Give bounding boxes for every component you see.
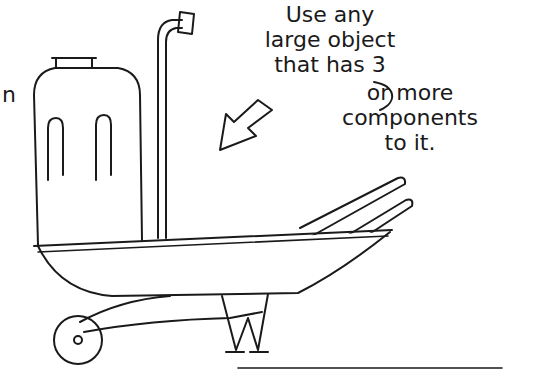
handle (300, 178, 405, 236)
tank-body (34, 68, 142, 245)
note-text-wrap: Use any large object that has 3 (240, 2, 420, 77)
tank-strap (48, 118, 63, 180)
pointer-arrow (220, 100, 272, 150)
tank-strap (96, 115, 111, 180)
note-text: or more components to it. (330, 80, 490, 155)
note-text: n (2, 82, 32, 107)
note-text-wrap: or more components to it. (330, 80, 490, 155)
spray-wand (166, 28, 182, 238)
ground-line (238, 367, 502, 369)
tub-rim (38, 236, 388, 252)
tank-cap-rim (52, 57, 96, 59)
legs (222, 294, 268, 350)
spray-wand (158, 20, 182, 238)
note-text-wrap: n (2, 82, 32, 107)
spray-nozzle (178, 12, 194, 34)
frame (84, 312, 262, 332)
note-text: Use any large object that has 3 (240, 2, 420, 77)
wheel-hub (74, 336, 82, 344)
tub (38, 232, 390, 296)
wheel (54, 316, 102, 364)
tank-cap (56, 58, 92, 68)
frame (80, 296, 170, 322)
feet (226, 351, 268, 353)
